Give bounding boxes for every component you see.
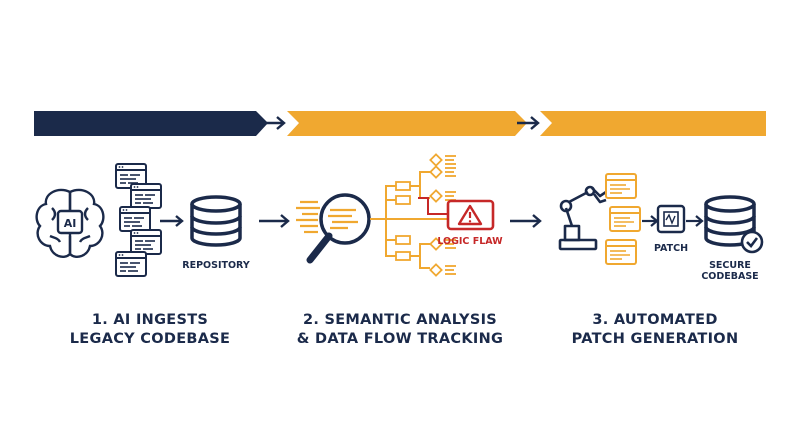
bar-arrow-icon [517,116,540,130]
magnifier-icon [306,193,371,264]
code-document-icon [119,206,151,232]
step-3-title-line1: 3. AUTOMATED [592,312,718,328]
arrow-icon [686,215,704,227]
arrow-icon [642,215,659,227]
code-document-icon [130,229,162,255]
step-1-title-line2: LEGACY CODEBASE [69,331,231,347]
repository-label: REPOSITORY [182,260,250,271]
warning-icon [446,199,495,231]
step-2-title-line1: 2. SEMANTIC ANALYSIS [302,312,498,328]
patch-label: PATCH [654,243,688,254]
code-document-icon [115,251,147,277]
code-document-icon [605,239,637,265]
database-icon [190,195,242,247]
checkmark-icon [740,230,764,254]
stage-bar-3 [540,111,766,136]
arrow-icon [160,215,184,227]
step-1-title: 1. AI INGESTS LEGACY CODEBASE [40,311,260,349]
code-document-icon [609,206,641,232]
flaw-branch [418,197,448,215]
data-stream [296,200,320,234]
step-3-title: 3. AUTOMATED PATCH GENERATION [545,311,765,349]
stage-bar-1 [34,111,268,136]
secure-label-line1: SECURE [709,260,751,271]
ai-label: AI [64,217,77,230]
step-arrow-icon [259,214,290,228]
data-flow-tree [370,171,448,269]
flow-nodes [395,153,457,277]
stage-bar-2 [287,111,527,136]
step-arrow-icon [510,214,542,228]
robot-arm-icon [558,185,607,251]
brain-icon [35,188,105,258]
code-document-icon [605,173,637,199]
ai-chip [56,209,84,235]
step-3-title-line2: PATCH GENERATION [571,331,739,347]
code-document-icon [130,183,162,209]
step-1-title-line1: 1. AI INGESTS [91,312,209,328]
secure-label-line2: CODEBASE [701,271,758,282]
step-2-title: 2. SEMANTIC ANALYSIS & DATA FLOW TRACKIN… [285,311,515,349]
step-2-title-line2: & DATA FLOW TRACKING [296,331,504,347]
patch-documents [605,173,641,265]
code-documents [115,163,162,277]
chip-icon [656,204,686,234]
logic-flaw-label: LOGIC FLAW [437,236,503,247]
bar-arrow-icon [262,116,286,130]
